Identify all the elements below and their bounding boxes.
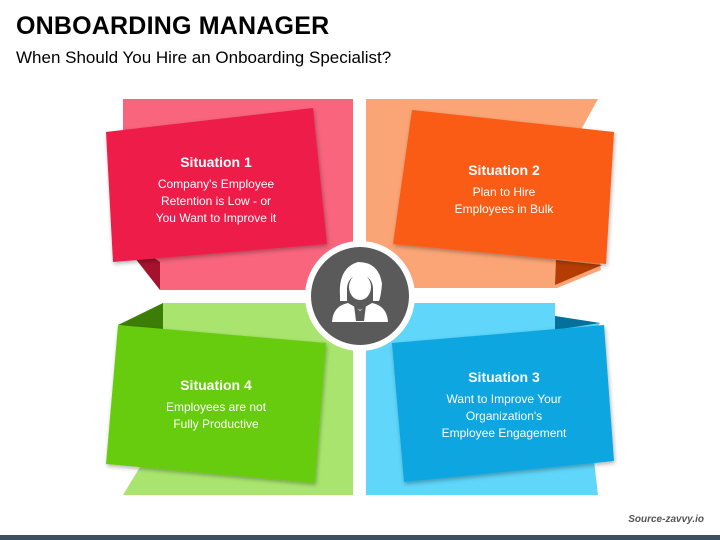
situation-2-line-2: Employees in Bulk bbox=[454, 202, 554, 216]
situation-2-heading: Situation 2 bbox=[468, 162, 540, 178]
situation-3-quadrant bbox=[366, 303, 614, 495]
situation-1-line-3: You Want to Improve it bbox=[155, 211, 277, 225]
situation-1-line-1: Company's Employee bbox=[157, 177, 275, 191]
situation-4-fold bbox=[118, 303, 163, 330]
situation-2-fold bbox=[555, 260, 602, 285]
situation-2-text: Situation 2 Plan to Hire Employees in Bu… bbox=[404, 162, 604, 218]
situation-3-line-2: Organization's bbox=[465, 409, 543, 423]
situation-2-card bbox=[393, 110, 614, 264]
situation-3-text: Situation 3 Want to Improve Your Organiz… bbox=[404, 369, 604, 442]
situation-4-heading: Situation 4 bbox=[180, 377, 252, 393]
situation-1-heading: Situation 1 bbox=[180, 154, 252, 170]
situation-4-card bbox=[106, 325, 326, 483]
situation-3-fold bbox=[555, 316, 600, 330]
situation-3-heading: Situation 3 bbox=[468, 369, 540, 385]
situation-3-line-3: Employee Engagement bbox=[441, 426, 567, 440]
situation-1-card bbox=[106, 108, 327, 262]
situation-1-quadrant bbox=[106, 99, 353, 290]
situation-1-line-2: Retention is Low - or bbox=[160, 194, 272, 208]
center-avatar bbox=[305, 241, 415, 351]
situation-4-quadrant bbox=[106, 303, 353, 495]
footer-bar bbox=[0, 535, 720, 540]
page-subtitle: When Should You Hire an Onboarding Speci… bbox=[16, 48, 392, 67]
source-credit: Source-zavvy.io bbox=[628, 514, 704, 525]
situation-4-text: Situation 4 Employees are not Fully Prod… bbox=[116, 377, 316, 433]
situation-2-quadrant bbox=[366, 99, 614, 288]
situation-2-line-1: Plan to Hire bbox=[472, 185, 536, 199]
situation-4-line-1: Employees are not bbox=[165, 400, 267, 414]
situation-4-line-2: Fully Productive bbox=[173, 417, 259, 431]
collar-detail bbox=[354, 305, 366, 321]
situation-1-text: Situation 1 Company's Employee Retention… bbox=[116, 154, 316, 227]
page-title: ONBOARDING MANAGER bbox=[16, 12, 330, 40]
situation-3-line-1: Want to Improve Your bbox=[446, 392, 562, 406]
situation-3-card bbox=[392, 325, 614, 482]
